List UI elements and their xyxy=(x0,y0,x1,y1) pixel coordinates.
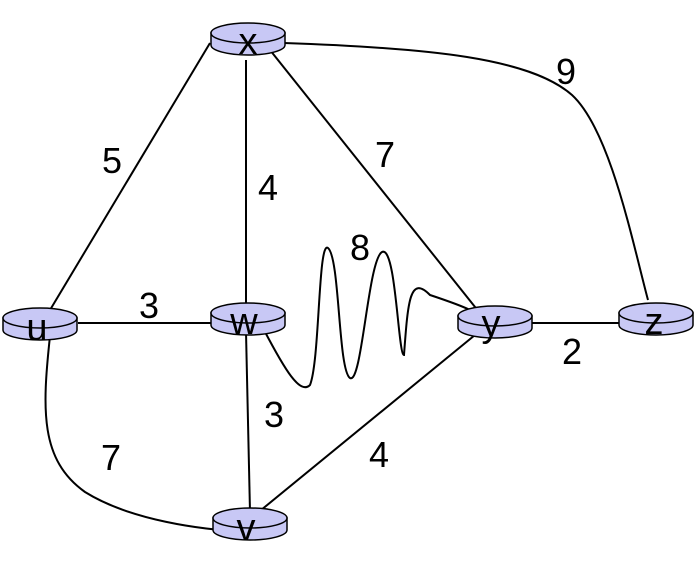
node-label-y: y xyxy=(482,303,501,345)
edge-w-y xyxy=(263,246,471,388)
edge-v-y xyxy=(254,334,476,516)
router-icon-top xyxy=(2,307,78,329)
node-label-w: w xyxy=(229,301,258,343)
node-label-z: z xyxy=(645,301,664,343)
weight-v-y: 4 xyxy=(369,434,389,475)
edge-x-y xyxy=(261,39,488,323)
edge-x-z xyxy=(283,42,649,301)
router-v: v xyxy=(212,507,288,549)
node-label-u: u xyxy=(26,307,47,349)
edge-u-x xyxy=(49,42,211,311)
router-icon-top xyxy=(210,22,286,44)
router-z: z xyxy=(618,301,694,343)
weight-u-x: 5 xyxy=(102,140,122,181)
weight-u-v: 7 xyxy=(101,437,121,478)
weight-w-y: 8 xyxy=(350,227,370,268)
router-icon-top xyxy=(212,507,288,529)
weight-x-y: 7 xyxy=(375,134,395,175)
router-icon-top xyxy=(210,302,286,324)
router-x: x xyxy=(210,21,286,63)
weight-u-w: 3 xyxy=(139,285,159,326)
weight-w-v: 3 xyxy=(264,394,284,435)
edge-u-v xyxy=(44,335,251,533)
edge-w-v xyxy=(245,331,251,513)
router-icon-top xyxy=(618,302,694,324)
router-icon-top xyxy=(457,305,533,327)
node-label-v: v xyxy=(237,507,256,549)
router-y: y xyxy=(457,303,533,345)
node-label-x: x xyxy=(239,21,258,63)
weight-x-z: 9 xyxy=(556,51,576,92)
weight-y-z: 2 xyxy=(562,331,582,372)
weight-w-x: 4 xyxy=(258,167,278,208)
router-u: u xyxy=(2,307,78,349)
router-w: w xyxy=(210,301,286,343)
